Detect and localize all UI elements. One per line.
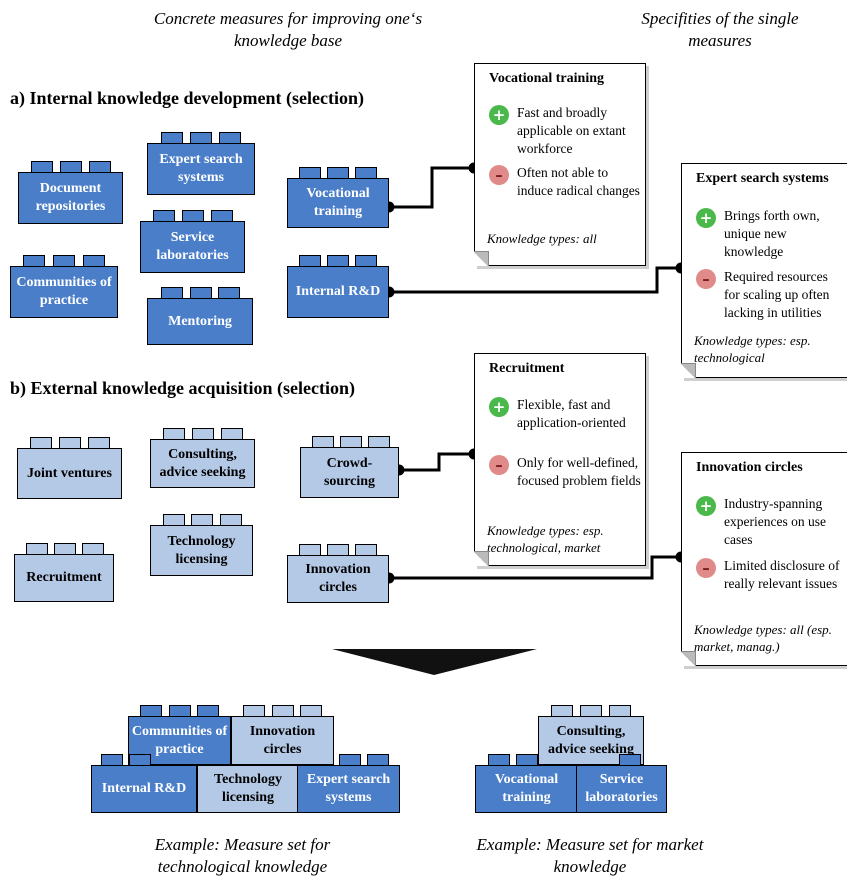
card-con-text: Only for well-defined, focused problem f… xyxy=(517,455,641,488)
card-knowledge-types: Knowledge types: all (esp. market, manag… xyxy=(694,622,832,654)
block-mentoring: Mentoring xyxy=(147,287,253,345)
minus-icon: – xyxy=(696,269,716,289)
block-innovation-circles: Innovation circles xyxy=(287,544,389,603)
card-expert-search-systems: Expert search systems + Brings forth own… xyxy=(681,163,847,378)
header-left: Concrete measures for improving one‘s kn… xyxy=(153,9,423,50)
card-pro-text: Fast and broadly applicable on extant wo… xyxy=(517,105,626,156)
card-pro-text: Industry-spanning experiences on use cas… xyxy=(724,496,826,547)
block-crowdsourcing: Crowd-sourcing xyxy=(300,436,399,498)
card-con-text: Limited disclosure of really relevant is… xyxy=(724,558,840,591)
card-title: Expert search systems xyxy=(696,171,829,186)
card-title: Vocational training xyxy=(489,71,604,86)
block-joint-ventures: Joint ventures xyxy=(17,437,122,499)
block-consulting: Consulting, advice seeking xyxy=(150,428,255,488)
page-fold xyxy=(681,363,696,378)
block-recruitment: Recruitment xyxy=(14,543,114,602)
plus-icon: + xyxy=(696,208,716,228)
connector-innovation xyxy=(389,555,681,580)
market-set-vocational: Vocational training xyxy=(475,754,578,813)
connector-vocational xyxy=(389,166,474,209)
card-innovation-circles: Innovation circles + Industry-spanning e… xyxy=(681,452,847,666)
card-pro-text: Flexible, fast and application-oriented xyxy=(517,397,626,430)
block-vocational-training: Vocational training xyxy=(287,167,389,228)
minus-icon: – xyxy=(489,455,509,475)
connector-internal-rd xyxy=(389,266,681,294)
caption-tech: Example: Measure set for technological k… xyxy=(154,835,331,876)
page-fold xyxy=(474,551,489,566)
page-fold xyxy=(681,651,696,666)
caption-market: Example: Measure set for market knowledg… xyxy=(476,835,704,876)
market-set-service: Service laboratories xyxy=(576,754,667,813)
card-con-text: Required resources for scaling up often … xyxy=(724,269,830,320)
plus-icon: + xyxy=(489,105,509,125)
card-knowledge-types: Knowledge types: esp. technological, mar… xyxy=(487,523,604,555)
page-fold xyxy=(474,251,489,266)
card-knowledge-types: Knowledge types: esp. technological xyxy=(694,333,811,365)
tech-set-licensing: Technology licensing xyxy=(197,754,299,813)
section-internal-title: a) Internal knowledge development (selec… xyxy=(10,88,364,108)
block-service-laboratories: Service laboratories xyxy=(140,210,245,273)
card-pro-text: Brings forth own, unique new knowledge xyxy=(724,208,820,259)
down-arrow xyxy=(332,649,537,675)
minus-icon: – xyxy=(489,165,509,185)
block-communities-of-practice: Communities of practice xyxy=(10,255,118,318)
card-con-text: Often not able to induce radical changes xyxy=(517,165,640,198)
connector-crowdsourcing xyxy=(399,452,474,472)
block-technology-licensing: Technology licensing xyxy=(150,514,253,576)
section-external-title: b) External knowledge acquisition (selec… xyxy=(10,378,355,398)
block-document-repositories: Document repositories xyxy=(18,161,123,224)
block-internal-rd: Internal R&D xyxy=(287,255,389,318)
card-title: Innovation circles xyxy=(696,460,803,475)
card-vocational-training: Vocational training + Fast and broadly a… xyxy=(474,63,646,266)
tech-set-innovation: Innovation circles xyxy=(231,705,334,765)
block-expert-search-systems: Expert search systems xyxy=(147,132,255,195)
tech-set-expert: Expert search systems xyxy=(297,754,400,813)
tech-set-internal-rd: Internal R&D xyxy=(91,754,197,813)
card-recruitment: Recruitment + Flexible, fast and applica… xyxy=(474,353,646,566)
plus-icon: + xyxy=(489,397,509,417)
card-knowledge-types: Knowledge types: all xyxy=(487,231,597,246)
plus-icon: + xyxy=(696,496,716,516)
minus-icon: – xyxy=(696,558,716,578)
tech-set-communities: Communities of practice xyxy=(128,705,231,765)
card-title: Recruitment xyxy=(489,361,565,376)
header-right: Specifities of the single measures xyxy=(641,9,799,50)
